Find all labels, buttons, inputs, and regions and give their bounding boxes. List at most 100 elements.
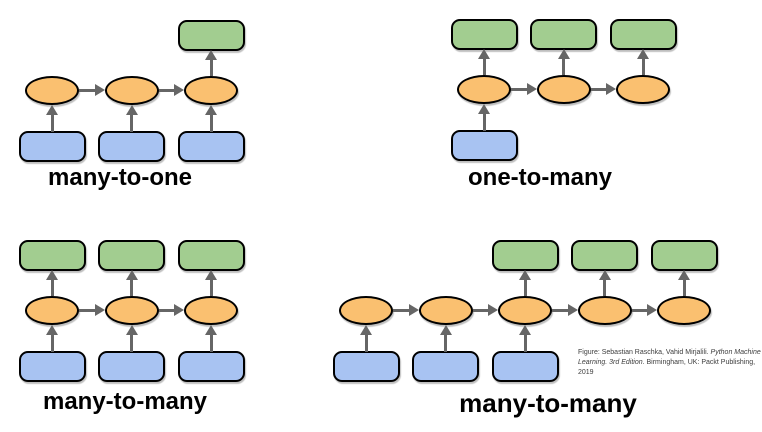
input-box bbox=[98, 131, 165, 162]
arrowhead-icon bbox=[478, 49, 490, 59]
recurrent-arrow bbox=[590, 83, 616, 95]
diagram-label: many-to-many bbox=[42, 388, 208, 415]
up-arrow bbox=[478, 49, 490, 75]
output-box bbox=[450, 19, 518, 50]
hidden-state-node bbox=[577, 295, 632, 325]
up-arrow bbox=[125, 104, 138, 132]
arrowhead-icon bbox=[174, 84, 184, 96]
hidden-state-node bbox=[25, 75, 79, 105]
arrow-line bbox=[523, 332, 527, 352]
arrowhead-icon bbox=[637, 49, 649, 59]
arrow-line bbox=[209, 58, 213, 76]
arrow-line bbox=[50, 278, 54, 296]
up-arrow bbox=[205, 324, 217, 352]
hidden-state-node bbox=[536, 74, 591, 104]
hidden-state-node bbox=[25, 295, 79, 325]
arrowhead-icon bbox=[205, 50, 217, 60]
arrow-line bbox=[511, 87, 529, 91]
citation-book-title: Python Machine Learning. 3rd Edition bbox=[578, 349, 761, 367]
arrow-line bbox=[393, 308, 411, 312]
arrowhead-icon bbox=[606, 83, 616, 95]
hidden-state-node bbox=[184, 295, 238, 325]
output-box bbox=[177, 240, 245, 271]
input-box bbox=[450, 130, 518, 161]
arrow-line bbox=[130, 112, 133, 132]
diagram-label: one-to-many bbox=[468, 164, 612, 191]
arrowhead-icon bbox=[557, 49, 570, 59]
arrow-line bbox=[682, 278, 686, 296]
hidden-state-node bbox=[657, 295, 711, 325]
arrowhead-icon bbox=[205, 104, 217, 115]
arrow-line bbox=[482, 111, 486, 131]
arrowhead-icon bbox=[205, 270, 217, 280]
arrow-line bbox=[641, 57, 645, 75]
hidden-state-node bbox=[104, 295, 159, 325]
arrow-line bbox=[590, 87, 608, 91]
arrow-line bbox=[50, 332, 54, 352]
output-box bbox=[491, 240, 559, 271]
output-box bbox=[530, 19, 597, 50]
up-arrow bbox=[557, 49, 570, 75]
arrow-line bbox=[444, 332, 447, 352]
input-box bbox=[18, 351, 86, 382]
output-box bbox=[650, 240, 718, 271]
up-arrow bbox=[46, 270, 58, 296]
output-box bbox=[18, 240, 86, 271]
arrow-line bbox=[562, 57, 565, 75]
arrowhead-icon bbox=[647, 304, 657, 316]
arrow-line bbox=[158, 88, 176, 92]
arrowhead-icon bbox=[205, 324, 217, 335]
up-arrow bbox=[519, 324, 531, 352]
output-box bbox=[609, 19, 677, 50]
arrowhead-icon bbox=[439, 324, 452, 335]
recurrent-arrow bbox=[472, 304, 498, 316]
diagram-label: many-to-one bbox=[48, 164, 192, 191]
diagram-many-to-many-synced: many-to-many bbox=[18, 240, 251, 415]
arrowhead-icon bbox=[94, 304, 105, 316]
arrowhead-icon bbox=[125, 324, 138, 335]
up-arrow bbox=[439, 324, 452, 352]
up-arrow bbox=[519, 270, 531, 296]
up-arrow bbox=[125, 324, 138, 352]
output-box bbox=[571, 240, 638, 271]
up-arrow bbox=[125, 270, 138, 296]
up-arrow bbox=[637, 49, 649, 75]
arrow-line bbox=[472, 308, 490, 312]
up-arrow bbox=[205, 50, 217, 76]
up-arrow bbox=[360, 324, 372, 352]
input-box bbox=[18, 131, 86, 162]
input-box bbox=[98, 351, 165, 382]
citation-text: Figure: Sebastian Raschka, Vahid Mirjali… bbox=[578, 349, 711, 356]
input-box bbox=[177, 131, 245, 162]
up-arrow bbox=[205, 104, 217, 132]
hidden-state-node bbox=[104, 75, 159, 105]
figure-citation: Figure: Sebastian Raschka, Vahid Mirjali… bbox=[578, 348, 762, 378]
arrow-line bbox=[552, 308, 570, 312]
hidden-state-node bbox=[339, 295, 393, 325]
arrowhead-icon bbox=[94, 84, 105, 96]
recurrent-arrow bbox=[393, 304, 419, 316]
up-arrow bbox=[46, 324, 58, 352]
hidden-state-node bbox=[457, 74, 511, 104]
arrowhead-icon bbox=[488, 304, 498, 316]
arrowhead-icon bbox=[678, 270, 690, 280]
hidden-state-node bbox=[616, 74, 670, 104]
up-arrow bbox=[46, 104, 58, 132]
arrow-line bbox=[631, 308, 649, 312]
arrowhead-icon bbox=[567, 304, 578, 316]
output-box bbox=[177, 20, 245, 51]
arrowhead-icon bbox=[125, 270, 138, 280]
recurrent-arrow bbox=[552, 304, 578, 316]
arrowhead-icon bbox=[46, 270, 58, 280]
recurrent-arrow bbox=[631, 304, 657, 316]
arrowhead-icon bbox=[519, 270, 531, 280]
arrowhead-icon bbox=[478, 103, 490, 114]
diagram-many-to-one: many-to-one bbox=[18, 20, 251, 191]
recurrent-arrow bbox=[158, 304, 184, 316]
recurrent-arrow bbox=[79, 304, 105, 316]
arrowhead-icon bbox=[526, 83, 537, 95]
arrow-line bbox=[209, 332, 213, 352]
citation-publisher: . Birmingham, UK: Packt Publishing, 2019 bbox=[578, 359, 756, 377]
recurrent-arrow bbox=[511, 83, 537, 95]
